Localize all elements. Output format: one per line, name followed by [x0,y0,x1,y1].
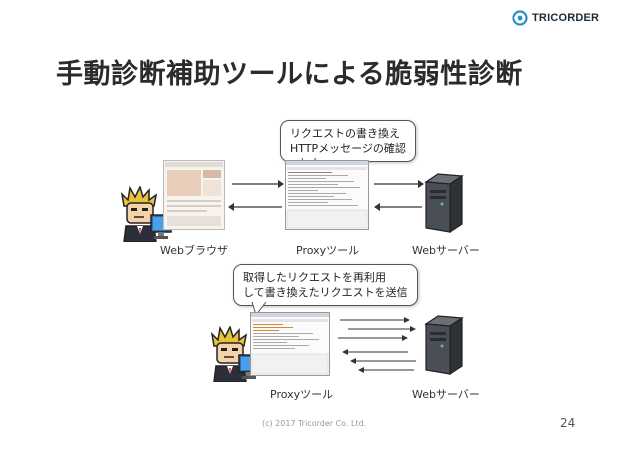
label-proxy-2: Proxyツール [270,388,334,401]
server-icon-2 [424,315,464,376]
callout-2-line-2: して書き換えたリクエストを送信 [243,286,408,299]
arrows-proxy-server [374,180,424,211]
callout-1-box: リクエストの書き換え HTTPメッセージの確認 [280,120,416,162]
proxy-tool-screenshot-2 [250,312,330,376]
label-proxy-1: Proxyツール [296,244,360,257]
user-person-icon [120,186,158,242]
repeated-request-arrows [338,317,416,373]
callout-1-line-2: HTTPメッセージの確認 [290,142,406,155]
label-browser: Webブラウザ [160,244,228,257]
tricorder-logo-icon [512,10,528,26]
slide-title: 手動診断補助ツールによる脆弱性診断 [56,59,523,90]
proxy-tool-screenshot [285,160,369,230]
company-logo: TRICORDER [512,10,599,26]
logo-text: TRICORDER [532,12,600,24]
page-number: 24 [560,416,576,430]
user-person-icon-2 [210,326,248,382]
label-server-2: Webサーバー [412,388,480,401]
callout-1: リクエストの書き換え HTTPメッセージの確認 [280,120,416,162]
callout-2-line-1: 取得したリクエストを再利用 [243,271,386,284]
callout-2-box: 取得したリクエストを再利用 して書き換えたリクエストを送信 [233,264,418,306]
callout-2: 取得したリクエストを再利用 して書き換えたリクエストを送信 [233,264,418,306]
server-icon [424,173,464,234]
browser-screenshot [163,160,225,230]
copyright: (c) 2017 Tricorder Co. Ltd. [262,419,367,428]
callout-1-line-1: リクエストの書き換え [290,127,400,140]
label-server-1: Webサーバー [412,244,480,257]
arrows-browser-proxy [228,180,284,211]
